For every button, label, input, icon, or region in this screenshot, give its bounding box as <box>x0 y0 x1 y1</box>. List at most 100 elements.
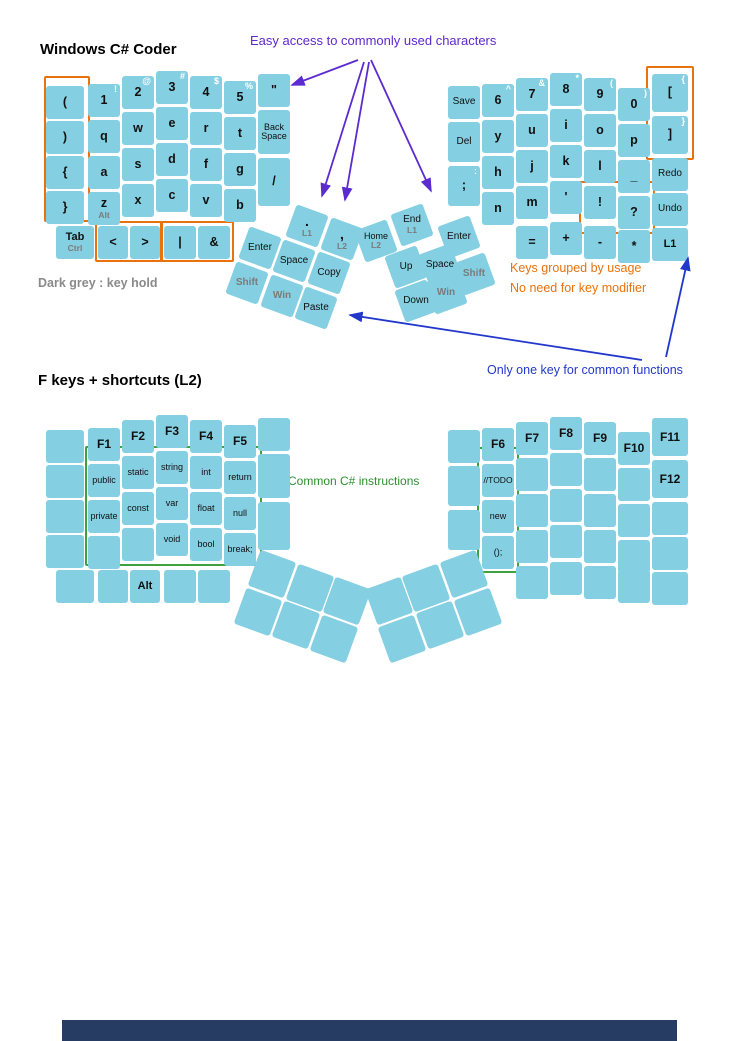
key-ampersand: & <box>198 226 230 259</box>
key-label: bool <box>197 538 215 549</box>
key-3: 3# <box>156 71 188 104</box>
key-const: const <box>122 492 154 525</box>
key-null: null <box>224 497 256 530</box>
key-o: o <box>584 114 616 147</box>
key-blank <box>46 500 84 533</box>
key-question: ? <box>618 196 650 229</box>
key-private: private <box>88 500 120 533</box>
key-minus: - <box>584 226 616 259</box>
key-call-parens: (); <box>482 536 514 569</box>
key-blank <box>258 418 290 451</box>
key-plus: + <box>550 222 582 255</box>
key-m: m <box>516 186 548 219</box>
key-blank <box>584 494 616 527</box>
key-label: y <box>494 128 502 143</box>
key-label: - <box>597 234 603 249</box>
key-label: public <box>92 474 116 485</box>
key-label: _ <box>630 168 638 183</box>
key-asterisk: * <box>618 230 650 263</box>
key-8: 8* <box>550 73 582 106</box>
key-label: k <box>562 153 570 168</box>
key-double-quote: " <box>258 74 290 107</box>
key-blank <box>550 453 582 486</box>
key-label: ? <box>630 204 638 219</box>
key-blank <box>98 570 128 603</box>
key-label: static <box>127 466 149 477</box>
key-k: k <box>550 145 582 178</box>
key-f3: F3 <box>156 415 188 448</box>
key-label: F4 <box>198 429 213 444</box>
key-d: d <box>156 143 188 176</box>
key-blank <box>516 458 548 491</box>
key-shift-label: ) <box>644 88 647 98</box>
key-label: [ <box>667 85 673 100</box>
key-blank <box>550 562 582 595</box>
annotation-keys-grouped-by-usage: Keys grouped by usage <box>510 261 642 275</box>
key-var: var <box>156 487 188 520</box>
highlight-pipe-ampersand <box>160 221 234 262</box>
key-todo-comment: //TODO <box>482 464 514 497</box>
annotation-arrow-purple-4 <box>370 59 432 193</box>
key-label: var <box>165 497 179 508</box>
key-blank <box>584 530 616 563</box>
key-blank <box>584 458 616 491</box>
key-blank <box>122 528 154 561</box>
key-blank <box>46 535 84 568</box>
key-label: null <box>232 507 247 518</box>
key-shift-label: : <box>474 166 477 176</box>
key-label: new <box>489 510 507 521</box>
annotation-dark-grey-key-hold: Dark grey : key hold <box>38 276 158 290</box>
key-5: 5% <box>224 81 256 114</box>
key-label: Redo <box>658 168 682 180</box>
key-label: Win <box>436 286 456 298</box>
key-label: Enter <box>248 241 272 253</box>
key-label: z <box>100 196 108 211</box>
key-label: F6 <box>490 437 505 452</box>
key-label: c <box>168 187 176 202</box>
key-f9: F9 <box>584 422 616 455</box>
key-blank <box>618 540 650 573</box>
key-c: c <box>156 179 188 212</box>
key-label: break; <box>227 543 253 554</box>
footer-bar <box>62 1020 677 1041</box>
key-4: 4$ <box>190 76 222 109</box>
key-label: & <box>209 234 219 249</box>
key-f8: F8 <box>550 417 582 450</box>
key-redo: Redo <box>652 158 688 191</box>
key-blank <box>46 430 84 463</box>
key-label: L1 <box>663 237 677 250</box>
key-label: s <box>134 156 142 171</box>
key-blank <box>516 566 548 599</box>
key-label: d <box>168 151 176 166</box>
key-f7: F7 <box>516 422 548 455</box>
key-label: 0 <box>630 96 638 111</box>
key-label: Space <box>279 254 309 266</box>
key-blank <box>618 570 650 603</box>
key-label: ) <box>62 129 68 144</box>
key-f6: F6 <box>482 428 514 461</box>
key-label: q <box>100 128 108 143</box>
key-1: 1! <box>88 84 120 117</box>
key-label: { <box>62 164 68 179</box>
key-blank <box>56 570 94 603</box>
key-paste: Paste <box>294 286 338 330</box>
key-shift-label: * <box>575 73 579 83</box>
key-r: r <box>190 112 222 145</box>
key-less-than: < <box>98 226 128 259</box>
key-int: int <box>190 456 222 489</box>
key-h: h <box>482 156 514 189</box>
key-float: float <box>190 492 222 525</box>
section-title-fkeys-layer: F keys + shortcuts (L2) <box>38 372 202 389</box>
key-label: 2 <box>134 84 142 99</box>
key-label: Tab <box>65 231 85 244</box>
key-label: = <box>528 234 536 249</box>
key-close-paren: ) <box>46 121 84 154</box>
key-label: * <box>631 238 637 253</box>
key-label: Down <box>403 294 429 306</box>
key-w: w <box>122 112 154 145</box>
key-label: r <box>203 120 209 135</box>
key-blank <box>652 537 688 570</box>
